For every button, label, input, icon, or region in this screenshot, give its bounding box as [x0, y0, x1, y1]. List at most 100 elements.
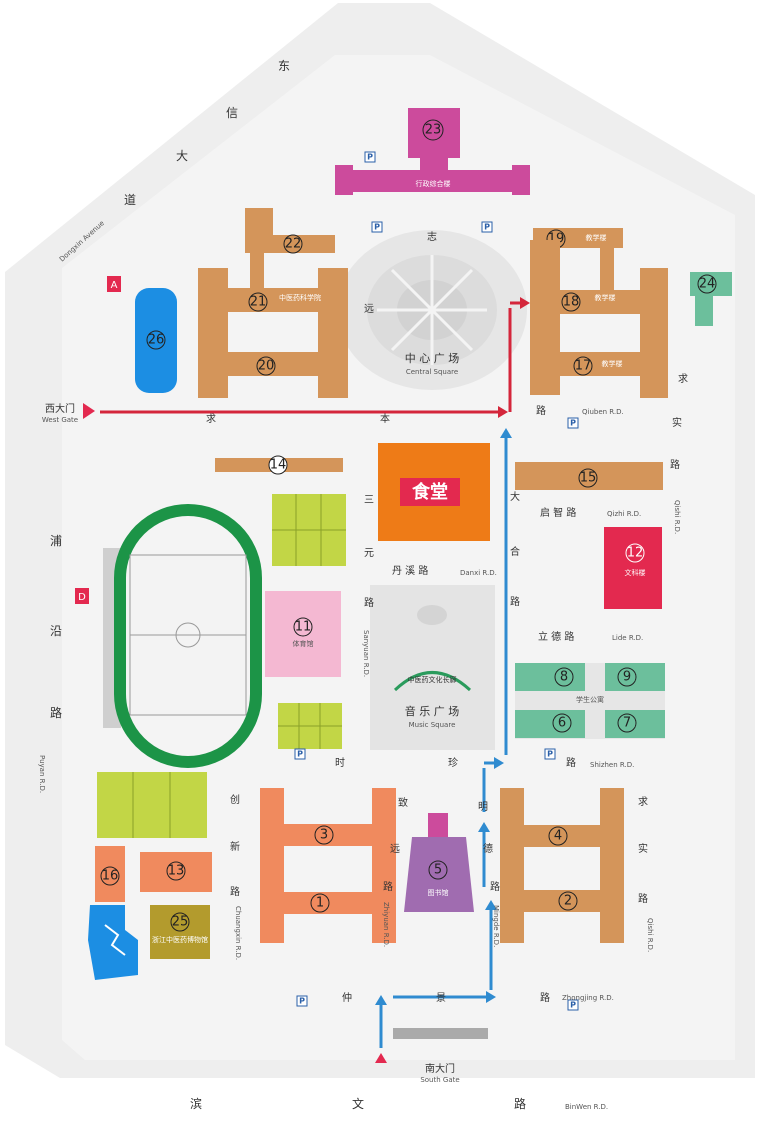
qizhi-en: Qizhi R.D.: [607, 510, 641, 518]
building-24[interactable]: 24: [690, 272, 732, 326]
building-22[interactable]: 22: [245, 208, 335, 254]
gate-marker-icon: [83, 403, 95, 419]
sports-courts: [97, 772, 207, 838]
chuangxin-char-1: 创: [230, 793, 240, 806]
building-4[interactable]: 4: [500, 788, 624, 943]
mingde-char-1: 明: [478, 801, 488, 813]
building-4-number: 4: [554, 829, 562, 844]
central-square: [337, 230, 527, 390]
building-1-number: 1: [316, 896, 324, 911]
building-5-number: 5: [434, 863, 442, 878]
gate-marker-icon: [375, 1053, 387, 1063]
building-18[interactable]: 18 教学楼: [530, 240, 668, 398]
svg-text:P: P: [547, 750, 553, 759]
south-gate-label: 南大门: [425, 1062, 455, 1075]
sanyuan-char-1: 三: [364, 495, 374, 506]
qiuben-char-3: 路: [536, 404, 546, 417]
building-17-number: 17: [575, 359, 592, 374]
shizhen-char-3: 路: [566, 756, 576, 769]
qishi-south-char-3: 路: [638, 892, 648, 905]
building-2[interactable]: 2: [520, 890, 604, 912]
gate-d-label: D: [78, 592, 86, 603]
culture-gallery-label: 中医药文化长廊: [408, 675, 457, 684]
gate-a[interactable]: A: [107, 276, 121, 292]
building-15[interactable]: 15: [515, 462, 663, 490]
zhongjing-en: Zhongjing R.D.: [562, 994, 614, 1002]
building-3[interactable]: 3: [260, 788, 396, 943]
qizhi-label: 启 智 路: [540, 506, 576, 519]
south-gate-en: South Gate: [420, 1076, 459, 1084]
building-12-number: 12: [627, 546, 644, 561]
building-17[interactable]: 17 教学楼: [555, 352, 665, 376]
west-gate-en: West Gate: [42, 416, 78, 424]
dahe-char-2: 合: [510, 545, 520, 558]
building-21[interactable]: 21 中医药科学院: [198, 252, 348, 398]
route-arrow-icon: [375, 428, 512, 1048]
building-25-name: 浙江中医药博物馆: [152, 935, 208, 944]
svg-text:P: P: [570, 1001, 576, 1010]
building-25[interactable]: 25 浙江中医药博物馆: [150, 905, 210, 959]
svg-text:P: P: [367, 153, 373, 162]
qishi-south-char-1: 求: [638, 796, 648, 808]
sanyuan-en: Sanyuan R.D.: [362, 630, 370, 677]
shizhen-char-2: 珍: [448, 757, 458, 769]
music-square: [370, 585, 495, 750]
qiuben-char-2: 本: [380, 412, 390, 425]
building-22-number: 22: [285, 237, 302, 252]
music-square-en: Music Square: [409, 721, 456, 729]
building-5-name: 图书馆: [428, 888, 449, 897]
puyan-char-3: 路: [50, 705, 62, 720]
qishi-north-char-1: 求: [678, 373, 688, 385]
building-1[interactable]: 1: [280, 892, 376, 914]
qiuben-en: Qiuben R.D.: [582, 408, 624, 416]
danxi-en: Danxi R.D.: [460, 569, 497, 577]
zhiyuan-north-char-2: 远: [364, 303, 374, 315]
svg-text:P: P: [299, 997, 305, 1006]
canteen[interactable]: 食堂: [378, 443, 490, 541]
building-13[interactable]: 13: [140, 852, 212, 892]
zhongjing-char-3: 路: [540, 991, 550, 1004]
central-square-en: Central Square: [406, 368, 458, 376]
student-dorms[interactable]: 8 9 6 7 学生公寓: [515, 663, 665, 739]
parking-icon: P P P P P P P P: [294, 151, 579, 1011]
zhiyuan-char-1: 致: [398, 796, 408, 809]
building-14[interactable]: 14: [215, 455, 343, 475]
building-18-number: 18: [563, 295, 580, 310]
chuangxin-en: Chuangxin R.D.: [234, 906, 242, 960]
zhongjing-char-2: 景: [436, 992, 446, 1004]
building-21-name: 中医药科学院: [279, 293, 321, 302]
qishi-south-en: Qishi R.D.: [646, 918, 654, 952]
building-20[interactable]: 20: [220, 352, 345, 376]
svg-text:P: P: [484, 223, 490, 232]
qishi-north-char-3: 路: [670, 458, 680, 471]
puyan-en: Puyan R.D.: [38, 755, 46, 793]
qishi-north-en: Qishi R.D.: [673, 500, 681, 534]
building-26[interactable]: 26: [135, 288, 177, 393]
svg-text:P: P: [374, 223, 380, 232]
building-11-name: 体育馆: [293, 639, 314, 648]
building-20-number: 20: [258, 359, 275, 374]
puyan-char-1: 浦: [50, 534, 62, 548]
west-gate-label: 西大门: [45, 402, 75, 415]
running-track: [103, 504, 262, 768]
building-12[interactable]: 12 文科楼: [604, 527, 662, 609]
building-13-number: 13: [168, 864, 185, 879]
binwen-en: BinWen R.D.: [565, 1103, 608, 1111]
gate-d[interactable]: D: [75, 588, 89, 604]
building-3-number: 3: [320, 828, 328, 843]
chuangxin-char-3: 路: [230, 885, 240, 898]
building-16-number: 16: [102, 869, 119, 884]
binwen-char-2: 文: [352, 1096, 364, 1111]
building-12-name: 文科楼: [625, 568, 646, 577]
building-5[interactable]: 5 图书馆: [404, 813, 474, 912]
building-7-number: 7: [623, 716, 631, 731]
building-11[interactable]: 11 体育馆: [265, 591, 341, 677]
zhiyuan-en: Zhiyuan R.D.: [382, 902, 390, 947]
mingde-char-2: 德: [483, 842, 493, 855]
building-24-number: 24: [699, 277, 716, 292]
building-16[interactable]: 16: [95, 846, 125, 902]
building-23[interactable]: 23 行政综合楼: [335, 108, 530, 195]
binwen-char-1: 滨: [190, 1096, 202, 1111]
building-2-number: 2: [564, 894, 572, 909]
dahe-char-3: 路: [510, 595, 520, 608]
